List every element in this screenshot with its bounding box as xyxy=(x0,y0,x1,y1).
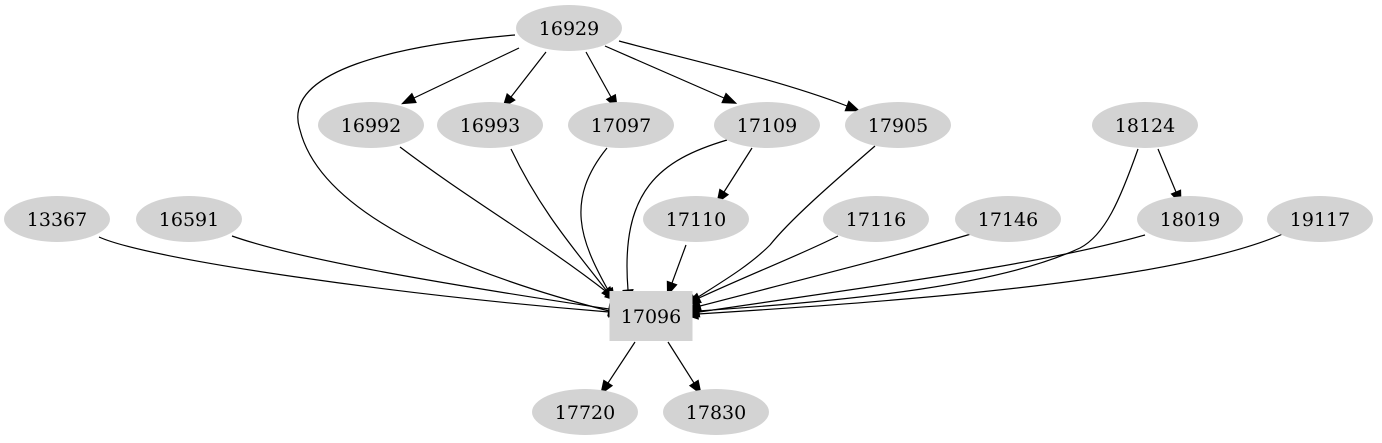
edge-17110-to-17096 xyxy=(666,244,687,297)
node-17146-ellipse xyxy=(955,196,1061,242)
node-16929-ellipse xyxy=(516,5,622,51)
edge-16929-to-17905 xyxy=(618,40,861,112)
edge-13367-to-17096-line xyxy=(98,236,610,313)
node-label: 16591 xyxy=(159,209,219,231)
node-label: 17096 xyxy=(621,306,681,328)
node-17720-ellipse xyxy=(532,389,638,435)
edge-16929-to-16993 xyxy=(502,51,547,109)
node-19117-ellipse xyxy=(1267,196,1373,242)
node-17109[interactable]: 17109 xyxy=(714,102,820,148)
node-16993-ellipse xyxy=(437,102,543,148)
edge-16929-to-16992-line xyxy=(413,47,520,99)
node-16591-ellipse xyxy=(136,196,242,242)
node-label: 16993 xyxy=(460,115,520,137)
node-16992[interactable]: 16992 xyxy=(318,102,424,148)
edge-17146-to-17096 xyxy=(686,233,972,312)
node-17720[interactable]: 17720 xyxy=(532,389,638,435)
edge-16929-to-17097 xyxy=(585,51,618,110)
node-13367-ellipse xyxy=(4,196,110,242)
edge-19117-to-17096 xyxy=(683,232,1286,320)
node-label: 18019 xyxy=(1160,209,1220,231)
edge-16929-to-16993-line xyxy=(510,51,547,98)
edge-16929-to-17109 xyxy=(604,45,738,104)
node-13367[interactable]: 13367 xyxy=(4,196,110,242)
node-17097-ellipse xyxy=(568,102,674,148)
edge-16929-to-17905-arrowhead xyxy=(844,100,861,112)
edge-16993-to-17096 xyxy=(510,148,615,302)
node-17830[interactable]: 17830 xyxy=(663,389,769,435)
edge-17116-to-17096 xyxy=(685,235,839,304)
node-label: 17905 xyxy=(868,115,928,137)
node-16591[interactable]: 16591 xyxy=(136,196,242,242)
node-17097[interactable]: 17097 xyxy=(568,102,674,148)
edge-18124-to-18019-line xyxy=(1157,148,1177,193)
node-label: 17097 xyxy=(591,115,651,137)
node-18019-ellipse xyxy=(1137,196,1243,242)
edge-17116-to-17096-line xyxy=(698,235,839,299)
node-label: 19117 xyxy=(1290,209,1350,231)
edge-13367-to-17096 xyxy=(98,236,624,318)
node-label: 17146 xyxy=(978,209,1038,231)
node-17146[interactable]: 17146 xyxy=(955,196,1061,242)
edge-17097-to-17096 xyxy=(580,147,616,303)
node-label: 18124 xyxy=(1115,115,1175,137)
edge-18124-to-17096-line xyxy=(697,148,1139,312)
node-17905-ellipse xyxy=(845,102,951,148)
edge-16992-to-17096 xyxy=(399,146,620,302)
node-16993[interactable]: 16993 xyxy=(437,102,543,148)
node-label: 16929 xyxy=(539,18,599,40)
edge-16929-to-16992 xyxy=(401,47,520,105)
node-17109-ellipse xyxy=(714,102,820,148)
node-17116-ellipse xyxy=(823,196,929,242)
node-18124-ellipse xyxy=(1092,102,1198,148)
node-label: 17830 xyxy=(686,402,746,424)
edge-16929-to-16992-arrowhead xyxy=(401,92,417,105)
node-17096[interactable]: 17096 xyxy=(609,291,693,341)
edge-16929-to-17096-line xyxy=(297,34,610,312)
edge-16929-to-17109-line xyxy=(604,45,725,99)
node-16992-ellipse xyxy=(318,102,424,148)
node-18124[interactable]: 18124 xyxy=(1092,102,1198,148)
node-label: 13367 xyxy=(27,209,87,231)
edge-17096-to-17720 xyxy=(600,341,636,396)
edge-17097-to-17096-line xyxy=(580,147,609,291)
edge-16929-to-17109-arrowhead xyxy=(721,92,738,104)
edge-17905-to-17096-line xyxy=(694,145,876,300)
node-17110-ellipse xyxy=(643,196,749,242)
node-16929[interactable]: 16929 xyxy=(516,5,622,51)
node-label: 16992 xyxy=(341,115,401,137)
node-label: 17720 xyxy=(555,402,615,424)
edge-16992-to-17096-line xyxy=(399,146,609,294)
edge-16929-to-17097-line xyxy=(585,51,612,98)
edge-16591-to-17096-line xyxy=(231,235,610,310)
edge-17146-to-17096-line xyxy=(699,233,972,307)
edge-18124-to-18019 xyxy=(1157,148,1182,206)
edge-16929-to-17905-line xyxy=(618,40,848,107)
edge-17109-to-17096-line xyxy=(626,139,728,291)
node-17110[interactable]: 17110 xyxy=(643,196,749,242)
edge-18019-to-17096-line xyxy=(698,234,1146,313)
edge-17110-to-17096-line xyxy=(671,244,687,284)
edge-18019-to-17096 xyxy=(684,234,1146,318)
edge-16929-to-17096 xyxy=(297,34,623,317)
node-label: 17109 xyxy=(737,115,797,137)
node-19117[interactable]: 19117 xyxy=(1267,196,1373,242)
node-17905[interactable]: 17905 xyxy=(845,102,951,148)
node-18019[interactable]: 18019 xyxy=(1137,196,1243,242)
node-label: 17116 xyxy=(846,209,906,231)
edge-17096-to-17830-line xyxy=(667,341,695,384)
edge-16993-to-17096-line xyxy=(510,148,607,291)
node-17830-ellipse xyxy=(663,389,769,435)
edge-17109-to-17110-line xyxy=(723,147,753,193)
edge-17096-to-17720-line xyxy=(607,341,636,384)
edge-19117-to-17096-line xyxy=(697,232,1286,315)
node-17116[interactable]: 17116 xyxy=(823,196,929,242)
node-17096-box xyxy=(609,291,693,341)
edge-17109-to-17110 xyxy=(716,147,753,205)
node-label: 17110 xyxy=(666,209,726,231)
edge-17096-to-17830 xyxy=(667,341,702,396)
nodes-layer: 16929 16992 16993 17097 17109 17905 18124 13367… xyxy=(4,5,1373,435)
edges-layer xyxy=(98,34,1286,396)
